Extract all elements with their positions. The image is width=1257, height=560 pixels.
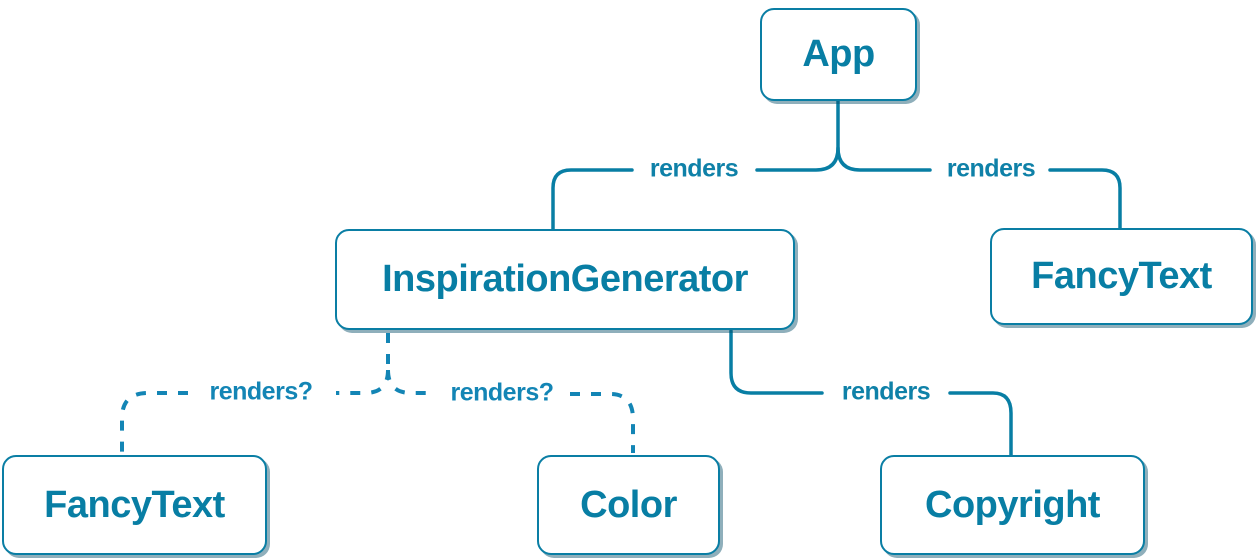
node-color: Color — [537, 455, 720, 555]
node-inspiration-generator-label: InspirationGenerator — [382, 258, 748, 300]
edge-inspirationgenerator-to-fancytext-line-b — [120, 391, 188, 453]
edge-inspirationgenerator-to-copyright-line-b — [948, 391, 1013, 457]
edge-app-to-inspirationgenerator-line-a — [755, 99, 840, 172]
edge-app-to-fancytext-line-a — [836, 146, 932, 172]
edge-label-inspirationgenerator-copyright: renders — [841, 377, 931, 406]
node-fancy-text-bottom: FancyText — [2, 455, 267, 555]
edge-label-app-inspirationgenerator: renders — [649, 154, 739, 183]
node-app: App — [760, 8, 917, 101]
node-fancy-text-bottom-label: FancyText — [44, 483, 225, 526]
edge-label-app-fancytext: renders — [946, 154, 1036, 183]
edge-label-inspirationgenerator-color: renders? — [450, 378, 554, 407]
edge-inspirationgenerator-to-color-line-a — [386, 369, 434, 395]
edge-inspirationgenerator-to-copyright-line-a — [729, 329, 824, 395]
node-fancy-text-top: FancyText — [990, 228, 1253, 325]
node-inspiration-generator: InspirationGenerator — [335, 229, 795, 330]
edge-inspirationgenerator-to-fancytext-line-a — [336, 369, 390, 395]
edge-app-to-fancytext-line-b — [1048, 168, 1122, 230]
edge-label-inspirationgenerator-fancytext: renders? — [209, 377, 313, 406]
node-fancy-text-top-label: FancyText — [1031, 255, 1212, 297]
edge-inspirationgenerator-to-color-line-b — [570, 392, 635, 453]
node-copyright: Copyright — [880, 455, 1145, 555]
node-color-label: Color — [580, 483, 677, 526]
edge-app-to-inspirationgenerator-line-b — [551, 168, 634, 231]
node-copyright-label: Copyright — [925, 483, 1100, 526]
node-app-label: App — [802, 33, 875, 75]
